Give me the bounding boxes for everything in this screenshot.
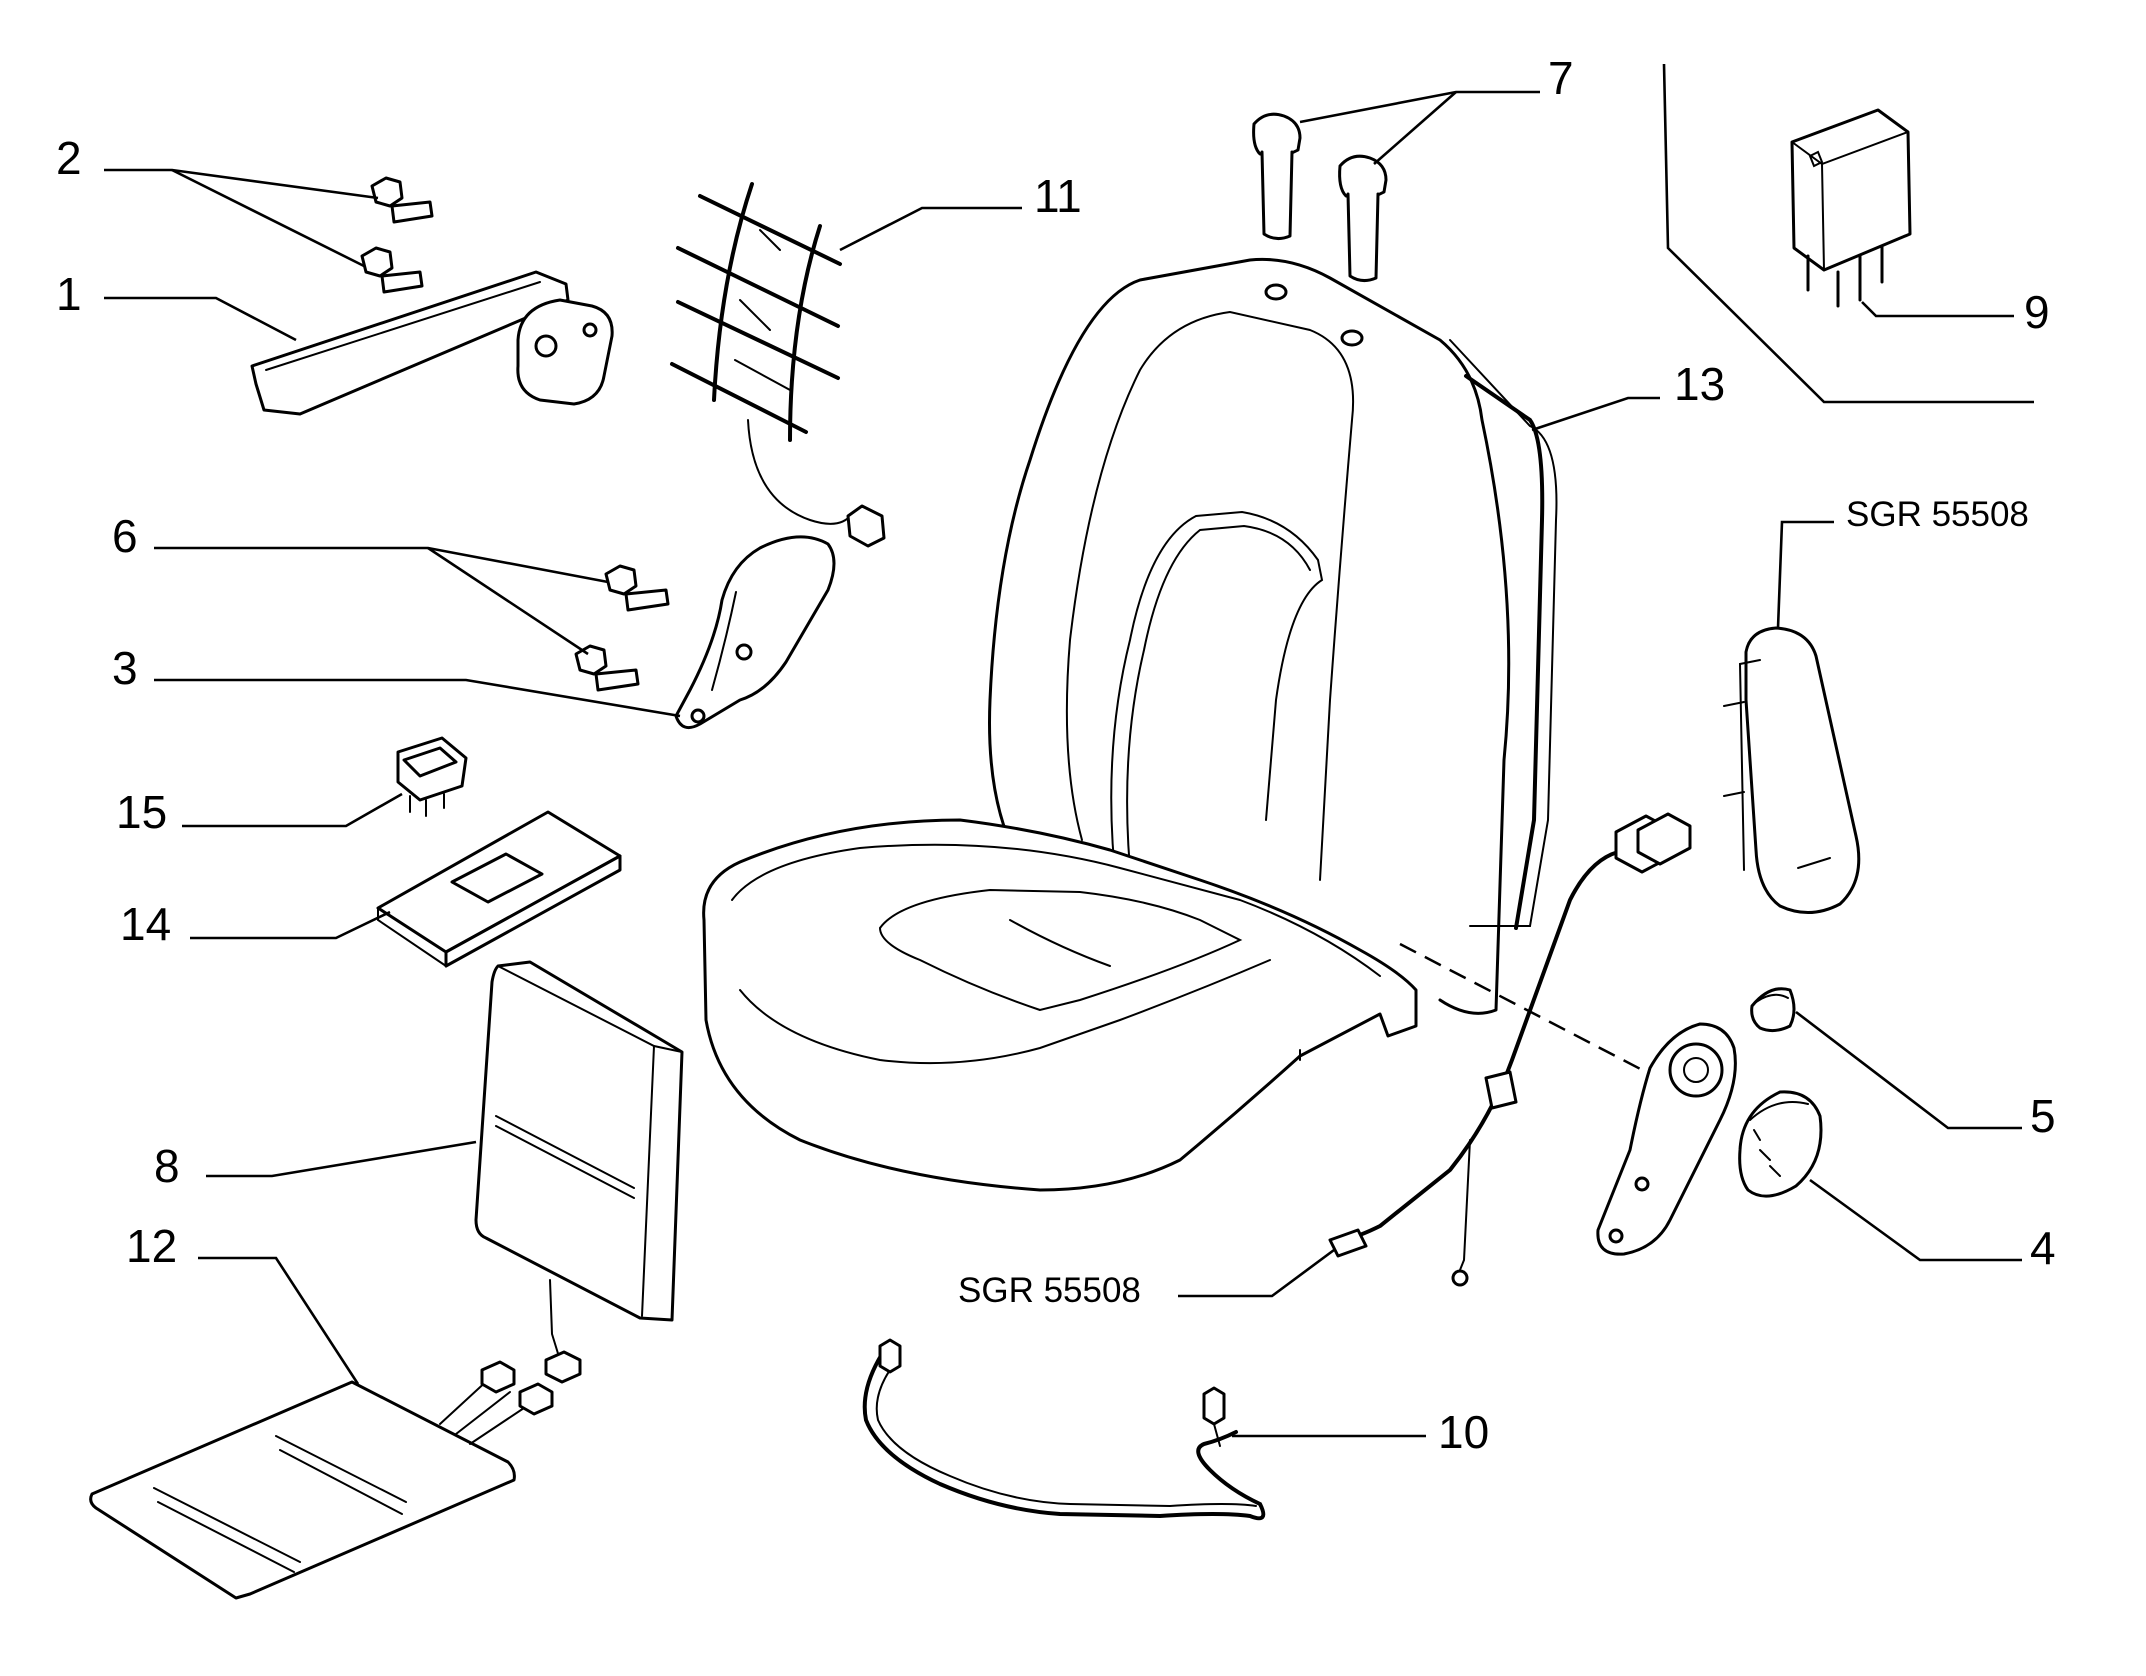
part-4-knob bbox=[1738, 1090, 1823, 1198]
part-15-switch bbox=[396, 736, 468, 817]
separator-line bbox=[1662, 63, 2034, 404]
leader-lines bbox=[104, 90, 2022, 1438]
callout-15: 15 bbox=[116, 786, 167, 838]
callout-ref-lower: SGR 55508 bbox=[958, 1271, 1141, 1310]
part-5-nut bbox=[1750, 987, 1796, 1033]
callout-12: 12 bbox=[126, 1220, 177, 1272]
callout-6: 6 bbox=[112, 510, 138, 562]
part-8-back-heater-pad bbox=[474, 960, 684, 1384]
callout-1: 1 bbox=[56, 268, 82, 320]
part-3-recliner-bracket bbox=[674, 535, 836, 730]
part-2-screws bbox=[360, 176, 434, 294]
part-6-screws bbox=[574, 564, 670, 692]
part-14-cover bbox=[376, 810, 622, 968]
callout-11: 11 bbox=[1034, 170, 1082, 222]
callout-10: 10 bbox=[1438, 1406, 1489, 1458]
callout-7: 7 bbox=[1548, 52, 1574, 104]
callout-14: 14 bbox=[120, 898, 171, 950]
side-airbag-module bbox=[1723, 626, 1861, 915]
callout-13: 13 bbox=[1674, 358, 1725, 410]
part-1-bracket bbox=[250, 270, 614, 416]
callout-8: 8 bbox=[154, 1140, 180, 1192]
callout-ref-upper: SGR 55508 bbox=[1846, 495, 2029, 534]
callout-5: 5 bbox=[2030, 1090, 2056, 1142]
recliner-side-plate bbox=[1596, 1022, 1737, 1256]
part-10-cable bbox=[862, 1338, 1266, 1521]
wiring-harness bbox=[1328, 812, 1692, 1287]
part-12-cushion-heater-pad bbox=[89, 1360, 554, 1600]
callout-4: 4 bbox=[2030, 1222, 2056, 1274]
part-7-bolts bbox=[1252, 112, 1388, 283]
callout-3: 3 bbox=[112, 642, 138, 694]
part-11-lumbar-grid bbox=[670, 182, 886, 548]
part-13-seat bbox=[702, 257, 1558, 1192]
callout-9: 9 bbox=[2024, 286, 2050, 338]
part-9-relay bbox=[1790, 108, 1912, 308]
callout-2: 2 bbox=[56, 132, 82, 184]
